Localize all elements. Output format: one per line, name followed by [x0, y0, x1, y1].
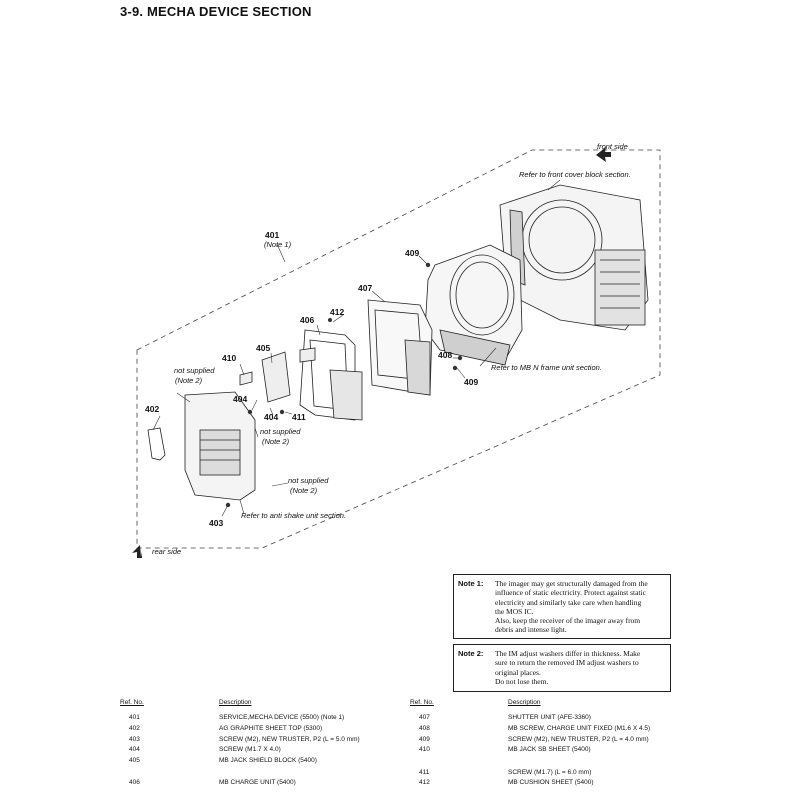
part-desc: SCREW (M2), NEW TRUSTER, P2 (L = 4.0 mm) — [508, 736, 649, 743]
note-1-line: electricity and similarly take care when… — [495, 597, 642, 607]
callout-410: 410 — [222, 353, 237, 363]
note-2-box: Note 2: The IM adjust washers differ in … — [453, 644, 671, 692]
callout-407: 407 — [358, 283, 373, 293]
ref-front-cover-label: Refer to front cover block section. — [519, 170, 631, 179]
note-2-line: Do not lose them. — [495, 676, 549, 686]
callout-402: 402 — [145, 404, 160, 414]
callout-408: 408 — [438, 350, 453, 360]
callout-411: 411 — [292, 412, 306, 422]
part-desc: SHUTTER UNIT (AFE-3360) — [508, 714, 591, 721]
ref-mb-frame-label: Refer to MB N frame unit section. — [491, 363, 602, 372]
callout-409a: 409 — [405, 248, 420, 258]
part-desc: MB JACK SB SHEET (5400) — [508, 746, 591, 753]
part-desc: MB CHARGE UNIT (5400) — [219, 779, 296, 786]
part-ref: 405 — [129, 757, 140, 764]
part-ref: 408 — [419, 725, 430, 732]
note-1-line: debris and intense light. — [495, 625, 567, 635]
not-supplied-label-3: not supplied — [288, 476, 329, 485]
part-desc: AG GRAPHITE SHEET TOP (5300) — [219, 725, 323, 732]
callout-406: 406 — [300, 315, 315, 325]
rear-side-arrow — [132, 545, 142, 558]
callout-412: 412 — [330, 307, 345, 317]
part-desc: SCREW (M1.7 X 4.0) — [219, 746, 281, 753]
part-desc: MB JACK SHIELD BLOCK (5400) — [219, 757, 317, 764]
note-1-label: Note 1: — [458, 579, 484, 588]
part-desc: MB CUSHION SHEET (5400) — [508, 779, 594, 786]
callout-409b: 409 — [464, 377, 479, 387]
callout-404b: 404 — [264, 412, 279, 422]
rear-side-label: rear side — [152, 547, 182, 556]
note-1-line: influence of static electricity. Protect… — [495, 588, 646, 598]
not-supplied-note-2: (Note 2) — [262, 437, 290, 446]
part-ref: 406 — [129, 779, 140, 786]
part-ref: 401 — [129, 714, 140, 721]
leader-lines — [152, 179, 561, 517]
note-1-line: The imager may get structurally damaged … — [495, 579, 648, 588]
note-1-line: Also, keep the receiver of the imager aw… — [495, 616, 641, 626]
mount-frame — [424, 244, 523, 366]
note-1-line: the MOS IC. — [495, 606, 534, 616]
part-ref: 410 — [419, 746, 430, 753]
callout-401: 401 — [265, 230, 280, 240]
anti-shake-unit — [184, 391, 256, 501]
part-ref: 402 — [129, 725, 140, 732]
note-2-line: original places. — [495, 667, 541, 677]
parts-header-ref-right: Ref. No. — [410, 699, 434, 706]
note-1-text: The imager may get structurally damaged … — [495, 579, 664, 635]
part-ref: 411 — [419, 769, 430, 776]
not-supplied-note-3: (Note 2) — [290, 486, 318, 495]
part-ref: 409 — [419, 736, 430, 743]
parts-header-ref-left: Ref. No. — [120, 699, 144, 706]
note-2-line: sure to return the removed IM adjust was… — [495, 658, 639, 668]
callout-405: 405 — [256, 343, 271, 353]
note-2-line: The IM adjust washers differ in thicknes… — [495, 649, 641, 658]
page-title: 3-9. MECHA DEVICE SECTION — [120, 4, 312, 19]
part-ref: 404 — [129, 746, 140, 753]
not-supplied-label-2: not supplied — [260, 427, 301, 436]
note-2-text: The IM adjust washers differ in thicknes… — [495, 649, 664, 686]
callout-401-note: (Note 1) — [264, 240, 292, 249]
part-ref: 407 — [419, 714, 430, 721]
shutter-unit — [367, 299, 433, 396]
note-1-box: Note 1: The imager may get structurally … — [453, 574, 671, 639]
graphite-sheet — [147, 427, 166, 461]
callout-404a: 404 — [233, 394, 248, 404]
not-supplied-label-1: not supplied — [174, 366, 215, 375]
part-desc: SCREW (M2), NEW TRUSTER, P2 (L = 5.0 mm) — [219, 736, 360, 743]
charge-unit — [299, 329, 363, 421]
parts-header-desc-right: Description — [508, 699, 541, 706]
not-supplied-note-1: (Note 2) — [175, 376, 203, 385]
part-desc: SCREW (M1.7) (L = 6.0 mm) — [508, 769, 592, 776]
screws — [225, 262, 463, 508]
part-ref: 412 — [419, 779, 430, 786]
front-side-arrow — [596, 147, 611, 162]
part-ref: 403 — [129, 736, 140, 743]
part-desc: SERVICE,MECHA DEVICE (5500) (Note 1) — [219, 714, 345, 721]
parts-header-desc-left: Description — [219, 699, 252, 706]
jack-shield — [239, 347, 316, 403]
ref-anti-shake-label: Refer to anti shake unit section. — [241, 511, 347, 520]
part-desc: MB SCREW, CHARGE UNIT FIXED (M1.6 X 4.5) — [508, 725, 651, 732]
front-cover-block — [499, 184, 649, 331]
callout-403: 403 — [209, 518, 224, 528]
front-side-label: front side — [597, 142, 628, 151]
note-2-label: Note 2: — [458, 649, 484, 658]
